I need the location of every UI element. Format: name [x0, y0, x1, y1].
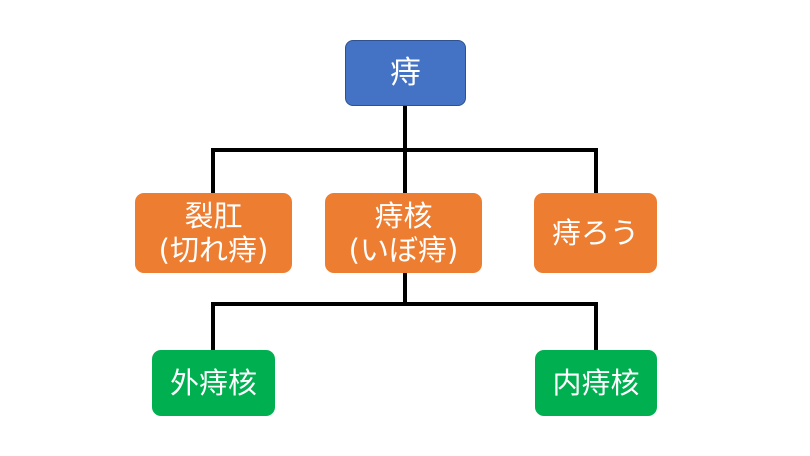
anal-fissure-label: 裂肛: [184, 198, 243, 233]
anal-fissure-sublabel: (切れ痔): [158, 233, 269, 267]
hemorrhoid-node: 痔核 (いぼ痔): [325, 193, 482, 273]
external-hemorrhoid-node: 外痔核: [152, 350, 275, 416]
hemorrhoid-sublabel: (いぼ痔): [348, 233, 459, 267]
hemorrhoid-label: 痔核: [374, 198, 433, 233]
root-node: 痔: [345, 40, 466, 106]
root-node-label: 痔: [390, 54, 421, 91]
internal-hemorrhoid-label: 内痔核: [552, 365, 640, 400]
anal-fistula-label: 痔ろう: [551, 215, 639, 250]
external-hemorrhoid-label: 外痔核: [169, 365, 257, 400]
anal-fissure-node: 裂肛 (切れ痔): [135, 193, 292, 273]
anal-fistula-node: 痔ろう: [534, 193, 657, 273]
internal-hemorrhoid-node: 内痔核: [535, 350, 657, 416]
